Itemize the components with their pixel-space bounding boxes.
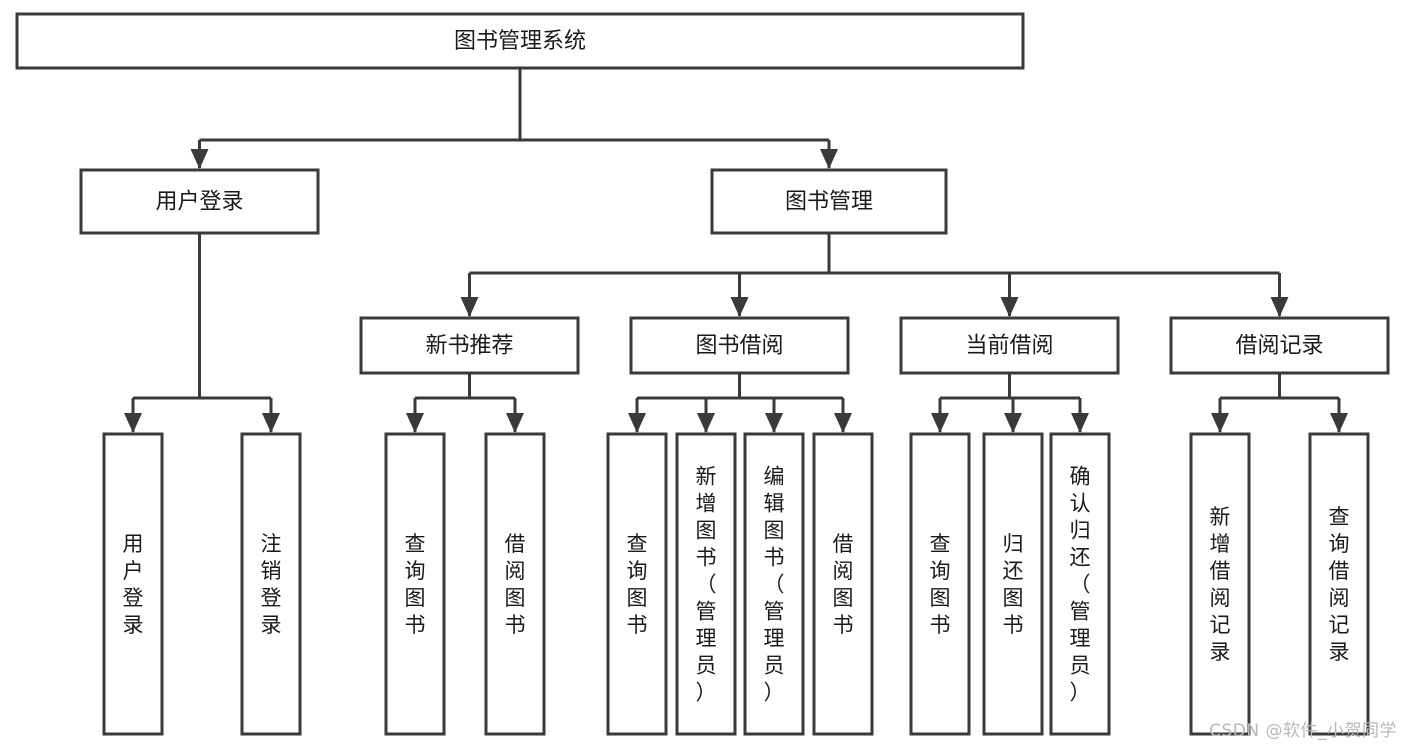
leaf-node-8[interactable]: 查询图书 <box>909 432 971 736</box>
leaf-node-8-box[interactable] <box>909 432 971 736</box>
connectors-layer <box>124 68 1348 433</box>
leaf-node-3-box[interactable] <box>484 432 546 736</box>
arrowhead-icon <box>628 413 646 433</box>
leaf-node-2-label: 查询图书 <box>405 532 426 637</box>
arrowhead-icon <box>1004 413 1022 433</box>
leaf-node-11-box[interactable] <box>1189 432 1251 736</box>
arrowhead-icon <box>730 297 749 317</box>
arrowhead-icon <box>765 413 783 433</box>
arrowhead-icon <box>1330 413 1348 433</box>
arrowhead-icon <box>820 149 838 169</box>
level3-node-0[interactable]: 新书推荐 <box>359 316 580 375</box>
level3-node-1-label: 图书借阅 <box>695 334 783 359</box>
leaf-node-1-label: 注销登录 <box>261 532 282 637</box>
level3-node-0-label: 新书推荐 <box>425 334 513 359</box>
leaf-node-2[interactable]: 查询图书 <box>384 432 446 736</box>
leaf-node-0-box[interactable] <box>102 432 164 736</box>
arrowhead-icon <box>1211 413 1229 433</box>
arrowhead-icon <box>124 413 142 433</box>
leaf-node-4-label: 查询图书 <box>627 532 648 637</box>
arrowhead-icon <box>262 413 280 433</box>
level3-node-0-box[interactable] <box>359 316 580 375</box>
level3-node-3-label: 借阅记录 <box>1235 334 1323 359</box>
leaf-node-11[interactable]: 新增借阅记录 <box>1189 432 1251 736</box>
arrowhead-icon <box>1000 297 1019 317</box>
level3-node-2-box[interactable] <box>899 316 1120 375</box>
leaf-node-2-box[interactable] <box>384 432 446 736</box>
leaf-node-5-label: 新增图书（管理员） <box>696 465 717 705</box>
leaf-node-11-label: 新增借阅记录 <box>1210 505 1231 664</box>
leaf-node-4[interactable]: 查询图书 <box>606 432 668 736</box>
arrowhead-icon <box>406 413 424 433</box>
leaf-node-10-box[interactable] <box>1049 432 1111 736</box>
arrowhead-icon <box>190 149 209 169</box>
leaf-node-1-box[interactable] <box>240 432 302 736</box>
leaf-node-6[interactable]: 编辑图书（管理员） <box>743 432 805 736</box>
arrowhead-icon <box>1071 413 1089 433</box>
root-node-图书管理系统-box[interactable] <box>15 12 1025 70</box>
leaf-node-7-label: 借阅图书 <box>833 532 854 637</box>
leaf-node-3[interactable]: 借阅图书 <box>484 432 546 736</box>
arrowhead-icon <box>931 413 949 433</box>
arrowhead-icon <box>1270 297 1289 317</box>
level2-node-0-label: 用户登录 <box>155 190 243 215</box>
leaf-node-7-box[interactable] <box>812 432 874 736</box>
level3-node-2[interactable]: 当前借阅 <box>899 316 1120 375</box>
level2-node-1-box[interactable] <box>710 168 948 235</box>
level2-node-0[interactable]: 用户登录 <box>79 168 320 235</box>
leaf-node-10-label: 确认归还（管理员） <box>1070 465 1091 705</box>
leaf-node-0-label: 用户登录 <box>123 532 144 637</box>
leaf-node-5-box[interactable] <box>675 432 737 736</box>
leaf-node-12[interactable]: 查询借阅记录 <box>1308 432 1370 736</box>
level2-node-1[interactable]: 图书管理 <box>710 168 948 235</box>
leaf-node-6-label: 编辑图书（管理员） <box>764 465 785 705</box>
leaf-node-1[interactable]: 注销登录 <box>240 432 302 736</box>
level3-node-3[interactable]: 借阅记录 <box>1169 316 1390 375</box>
leaf-node-7[interactable]: 借阅图书 <box>812 432 874 736</box>
level2-node-1-label: 图书管理 <box>785 190 873 215</box>
leaf-node-5[interactable]: 新增图书（管理员） <box>675 432 737 736</box>
root-node-图书管理系统[interactable]: 图书管理系统 <box>15 12 1025 70</box>
leaf-node-0[interactable]: 用户登录 <box>102 432 164 736</box>
arrowhead-icon <box>506 413 524 433</box>
leaf-node-8-label: 查询图书 <box>930 532 951 637</box>
level2-node-0-box[interactable] <box>79 168 320 235</box>
leaf-node-9-box[interactable] <box>982 432 1044 736</box>
watermark-text: CSDN @软件_小贺同学 <box>1209 721 1397 741</box>
leaf-node-9[interactable]: 归还图书 <box>982 432 1044 736</box>
leaf-node-12-label: 查询借阅记录 <box>1329 505 1350 664</box>
level3-node-2-label: 当前借阅 <box>965 334 1053 359</box>
level3-node-1-box[interactable] <box>629 316 850 375</box>
arrowhead-icon <box>697 413 715 433</box>
arrowhead-icon <box>460 297 479 317</box>
leaf-node-10[interactable]: 确认归还（管理员） <box>1049 432 1111 736</box>
leaf-node-12-box[interactable] <box>1308 432 1370 736</box>
nodes-layer: 图书管理系统用户登录图书管理新书推荐图书借阅当前借阅借阅记录用户登录注销登录查询… <box>15 12 1390 736</box>
root-node-图书管理系统-label: 图书管理系统 <box>454 29 586 54</box>
leaf-node-4-box[interactable] <box>606 432 668 736</box>
level3-node-3-box[interactable] <box>1169 316 1390 375</box>
arrowhead-icon <box>834 413 852 433</box>
leaf-node-6-box[interactable] <box>743 432 805 736</box>
level3-node-1[interactable]: 图书借阅 <box>629 316 850 375</box>
leaf-node-3-label: 借阅图书 <box>505 532 526 637</box>
leaf-node-9-label: 归还图书 <box>1003 532 1024 637</box>
